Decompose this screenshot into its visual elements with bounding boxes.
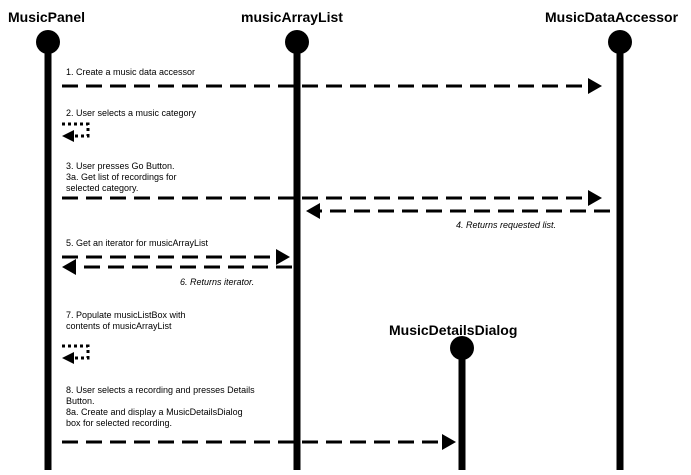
message-6-arrowhead — [62, 259, 76, 275]
message-3-arrowhead — [588, 190, 602, 206]
message-8-label-line1: 8. User selects a recording and presses … — [66, 385, 255, 395]
lifeline-head-music-panel — [36, 30, 60, 54]
message-1-label: 1. Create a music data accessor — [66, 67, 195, 77]
object-title-music-data-accessor: MusicDataAccessor — [545, 9, 679, 25]
message-7-label-line1: 7. Populate musicListBox with — [66, 310, 186, 320]
lifeline-head-music-details-dialog — [450, 336, 474, 360]
message-5-arrowhead — [276, 249, 290, 265]
lifeline-head-music-array-list — [285, 30, 309, 54]
message-2-self-arrow — [62, 122, 90, 138]
message-3-label-line2: 3a. Get list of recordings for — [66, 172, 177, 182]
message-2-label: 2. User selects a music category — [66, 108, 197, 118]
message-7-label-line2: contents of musicArrayList — [66, 321, 172, 331]
message-2-arrowhead — [62, 130, 74, 142]
message-7-arrowhead — [62, 352, 74, 364]
message-6-label: 6. Returns iterator. — [180, 277, 254, 287]
object-title-music-panel: MusicPanel — [8, 9, 85, 25]
message-4-label: 4. Returns requested list. — [456, 220, 556, 230]
message-8-label-line3: 8a. Create and display a MusicDetailsDia… — [66, 407, 243, 417]
message-1-arrowhead — [588, 78, 602, 94]
message-4-arrowhead — [306, 203, 320, 219]
message-7-self-arrow — [62, 344, 90, 360]
message-3-label-line1: 3. User presses Go Button. — [66, 161, 175, 171]
lifeline-head-music-data-accessor — [608, 30, 632, 54]
object-title-music-details-dialog: MusicDetailsDialog — [389, 322, 517, 338]
message-8-label-line4: box for selected recording. — [66, 418, 172, 428]
message-3-label-line3: selected category. — [66, 183, 138, 193]
message-5-label: 5. Get an iterator for musicArrayList — [66, 238, 209, 248]
object-title-music-array-list: musicArrayList — [241, 9, 343, 25]
message-8-arrowhead — [442, 434, 456, 450]
message-8-label-line2: Button. — [66, 396, 95, 406]
